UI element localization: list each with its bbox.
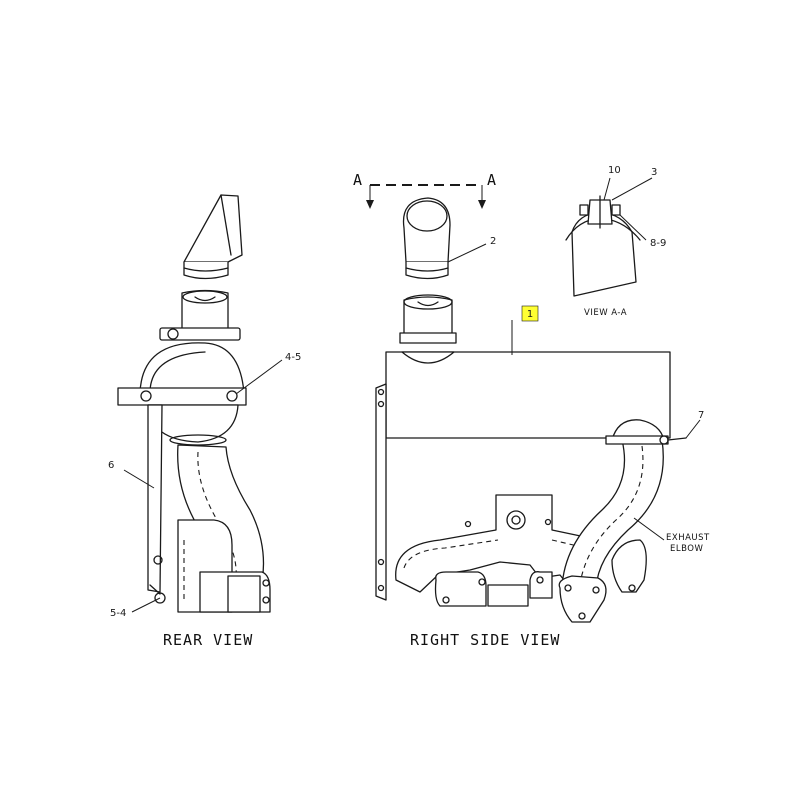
exhaust-elbow-note-line1: EXHAUST: [666, 533, 710, 543]
callout-2[interactable]: 2: [490, 236, 496, 247]
view-aa-drawing: [565, 195, 641, 297]
callout-10[interactable]: 10: [608, 165, 621, 176]
callout-5-4[interactable]: 5-4: [110, 608, 126, 619]
right-side-view-title: RIGHT SIDE VIEW: [410, 631, 560, 649]
rear-view-title: REAR VIEW: [163, 631, 253, 649]
exhaust-elbow-note-line2: ELBOW: [670, 544, 703, 554]
callout-1[interactable]: 1: [527, 309, 533, 320]
right-side-view-drawing: [366, 184, 687, 623]
callout-4-5[interactable]: 4-5: [285, 352, 301, 363]
section-mark-left: A: [353, 171, 362, 189]
callout-8-9[interactable]: 8-9: [650, 238, 666, 249]
callout-1-highlight: [521, 305, 539, 322]
callout-3[interactable]: 3: [651, 167, 657, 178]
section-mark-right: A: [487, 171, 496, 189]
rear-view-drawing: [117, 194, 271, 613]
callout-7[interactable]: 7: [698, 410, 704, 421]
callout-6[interactable]: 6: [108, 460, 114, 471]
leader-lines: [123, 177, 701, 613]
view-aa-title: VIEW A-A: [584, 308, 627, 318]
